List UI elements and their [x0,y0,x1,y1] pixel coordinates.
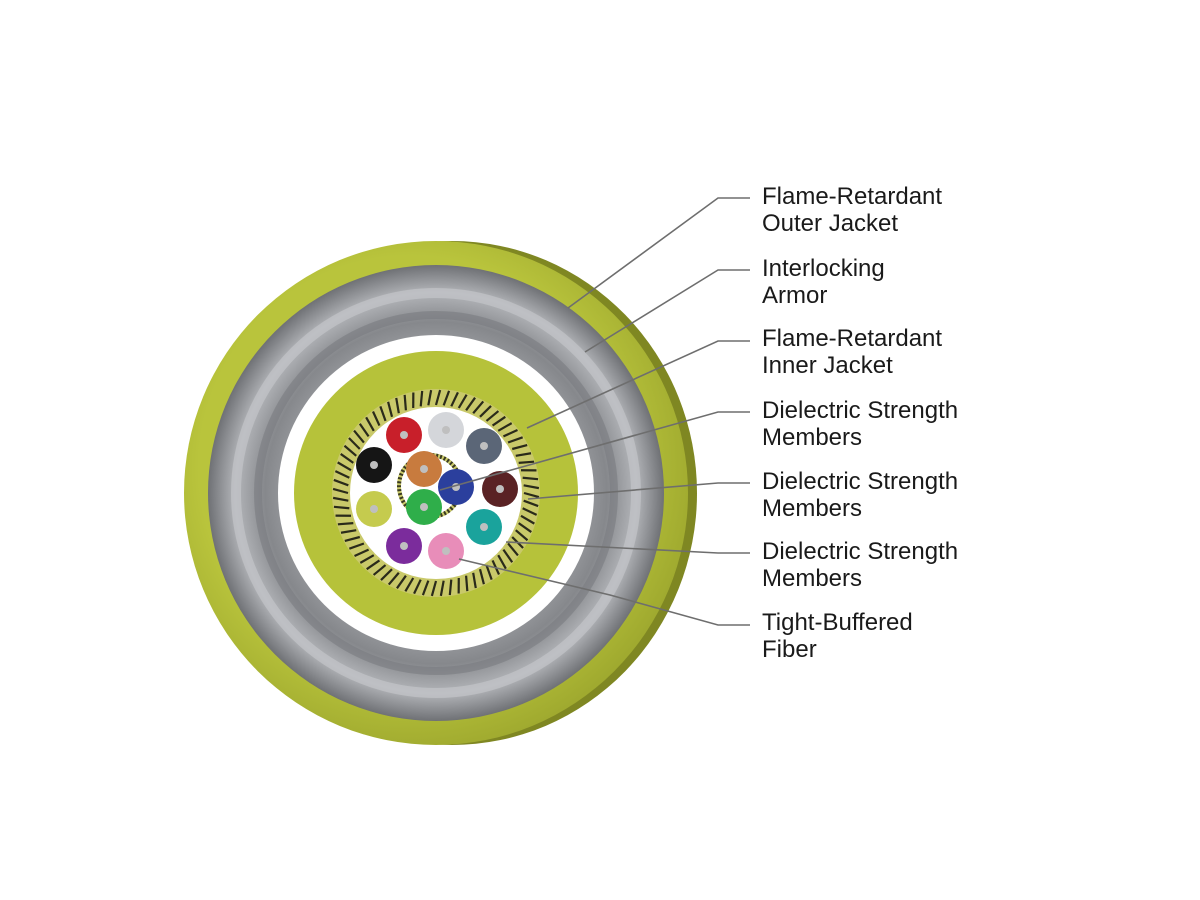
yarn-strand [354,548,370,557]
yarn-strand [387,401,394,418]
yarn-strand [395,397,400,414]
yarn-strand [396,575,407,589]
yarn-strand [348,542,365,550]
fiber-core [400,431,408,439]
fiber-core [420,465,428,473]
outer-yarn-strands [332,389,540,597]
fiber-core [420,503,428,511]
yarn-strand [366,559,381,571]
yarn-strand [457,394,468,409]
yarn-strand [358,423,370,438]
tight-buffered-fibers [356,412,518,569]
label-outer-jacket: Flame-Retardant Outer Jacket [762,183,949,237]
inner-fibers [406,451,474,525]
yarn-strand [479,405,492,418]
yarn-strand [344,535,361,542]
label-tight-buffered-fiber: Tight-Buffered Fiber [762,609,919,663]
yarn-strand [359,554,375,564]
yarn-strand [404,577,415,592]
yarn-strand [372,411,381,427]
yarn-strand [332,487,349,495]
leader-tight-buffered-fiber [458,558,750,626]
yarn-strand [507,542,519,557]
yarn-strand [340,453,354,464]
yarn-strand [403,394,407,411]
yarn-strand [365,416,375,432]
yarn-strand [379,405,387,422]
yarn-strand [465,397,476,411]
yarn-strand [507,436,524,444]
fiber-core [400,542,408,550]
yarn-strand [515,452,532,457]
armor-ridge-2 [254,311,618,675]
yarn-strand [448,579,453,596]
yarn-strand [442,390,451,406]
yarn-strand [465,575,469,592]
yarn-strand [337,522,354,526]
yarn-strand [502,548,514,563]
yarn-strand [419,390,424,407]
yarn-strand [523,491,540,499]
armor-ridge-1 [231,288,641,698]
yarn-strand [353,429,365,444]
yarn-strand [439,580,445,597]
yarn-strand [434,389,442,406]
yarn-strand [491,415,506,427]
yarn-strand [518,522,532,533]
label-strength-members-1: Dielectric Strength Members [762,397,965,451]
yarn-strand [485,410,500,422]
yarn-strand [511,444,528,451]
yarn-strand [497,422,513,432]
label-inner-jacket: Flame-Retardant Inner Jacket [762,325,949,379]
fiber-core [496,485,504,493]
yarn-strand [348,437,361,450]
yarn-strand [334,470,350,479]
leader-lines [439,197,750,626]
yarn-strand [522,507,538,516]
yarn-strand [522,476,539,481]
leader-inner-jacket [526,340,750,429]
fiber-core [442,547,450,555]
yarn-strand [387,572,400,586]
label-strength-members-3: Dielectric Strength Members [762,538,965,592]
yarn-strand [380,568,393,581]
leader-strength-members-1 [439,411,750,491]
yarn-strand [523,484,540,490]
leader-interlocking-armor [584,269,750,353]
yarn-strand [520,514,535,525]
label-strength-members-2: Dielectric Strength Members [762,468,965,522]
yarn-strand [333,505,350,510]
fiber-core [370,461,378,469]
label-interlocking-armor: Interlocking Armor [762,255,891,309]
leader-strength-members-3 [505,541,750,554]
yarn-strand [497,554,507,570]
yarn-strand [333,478,349,487]
yarn-strand [515,529,529,542]
yarn-strand [485,564,493,581]
yarn-strand [478,568,485,585]
leader-strength-members-2 [527,482,750,500]
fiber-core [442,426,450,434]
labels: Flame-Retardant Outer Jacket Interlockin… [762,183,965,663]
fiber-core [370,505,378,513]
yarn-strand [413,579,422,595]
yarn-strand [343,444,357,457]
yarn-strand [337,461,352,472]
yarn-strand [332,496,349,502]
yarn-strand [450,391,459,407]
yarn-strand [523,499,539,508]
yarn-strand [472,572,477,589]
yarn-strand [518,460,535,464]
yarn-strand [430,580,438,597]
fiber-core [480,442,488,450]
yarn-strand [502,429,518,438]
yarn-strand [372,564,387,576]
yarn-strand [421,580,430,596]
yarn-strand [427,389,433,406]
yarn-strand [340,529,357,534]
leader-outer-jacket [567,197,750,309]
fiber-core [480,523,488,531]
yarn-strand [472,400,485,414]
